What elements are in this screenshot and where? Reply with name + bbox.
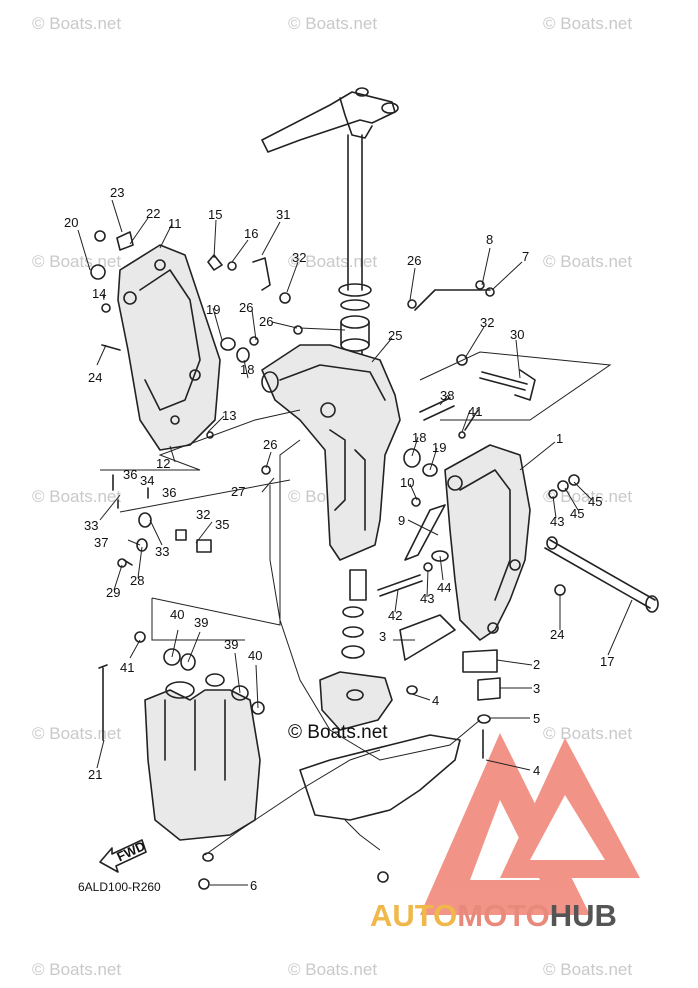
callout-label: 4 [432, 693, 439, 708]
callout-label: 29 [106, 585, 120, 600]
callout-label: 35 [215, 517, 229, 532]
callout-label: 33 [84, 518, 98, 533]
callout-label: 26 [259, 314, 273, 329]
callout-label: 40 [248, 648, 262, 663]
callout-label: 43 [420, 591, 434, 606]
callout-label: 10 [400, 475, 414, 490]
drawing-code: 6ALD100-R260 [78, 880, 161, 894]
callout-label: 28 [130, 573, 144, 588]
callout-label: 20 [64, 215, 78, 230]
callout-label: 44 [437, 580, 451, 595]
callout-label: 18 [240, 362, 254, 377]
callout-label: 1 [556, 431, 563, 446]
callout-numbers: 23 22 20 11 15 16 31 14 32 26 8 7 19 26 … [64, 185, 614, 893]
steering-arm [261, 87, 399, 153]
callout-label: 41 [120, 660, 134, 675]
watermark: © Boats.net [543, 487, 633, 506]
watermark: © Boats.net [288, 14, 378, 33]
callout-label: 34 [140, 473, 154, 488]
brand-part-moto: MOTO [457, 898, 550, 933]
center-watermark: © Boats.net [288, 722, 388, 743]
callout-label: 42 [388, 608, 402, 623]
ground-cable [204, 485, 481, 856]
watermark: © Boats.net [32, 724, 122, 743]
callout-label: 39 [194, 615, 208, 630]
brand-part-hub: HUB [549, 898, 617, 933]
callout-label: 32 [292, 250, 306, 265]
watermark: © Boats.net [288, 960, 378, 979]
callout-label: 27 [231, 484, 245, 499]
direction-label: FWD [114, 838, 147, 864]
watermark: © Boats.net [32, 487, 122, 506]
brand-logo-triangle [420, 733, 640, 915]
callout-label: 3 [533, 681, 540, 696]
callout-label: 32 [196, 507, 210, 522]
watermark: © Boats.net [288, 252, 378, 271]
watermark: © Boats.net [543, 724, 633, 743]
callout-label: 11 [168, 216, 182, 231]
callout-label: 13 [222, 408, 236, 423]
watermark: © Boats.net [32, 252, 122, 271]
callout-label: 38 [440, 388, 454, 403]
brand-wordmark: AUTOMOTOHUB [370, 898, 617, 934]
callout-label: 39 [224, 637, 238, 652]
callout-label: 31 [276, 207, 290, 222]
tilt-tube [544, 536, 659, 613]
callout-label: 26 [263, 437, 277, 452]
callout-label: 40 [170, 607, 184, 622]
callout-label: 3 [379, 629, 386, 644]
swivel-bracket [261, 344, 401, 561]
callout-label: 26 [239, 300, 253, 315]
callout-label: 19 [206, 302, 220, 317]
callout-label: 22 [146, 206, 160, 221]
callout-label: 45 [588, 494, 602, 509]
callout-label: 21 [88, 767, 102, 782]
callout-label: 24 [550, 627, 564, 642]
callout-label: 33 [155, 544, 169, 559]
callout-label: 25 [388, 328, 402, 343]
callout-label: 36 [123, 467, 137, 482]
right-clamp-bracket [444, 444, 531, 641]
callout-label: 41 [468, 404, 482, 419]
watermark: © Boats.net [32, 14, 122, 33]
callout-label: 23 [110, 185, 124, 200]
callout-label: 4 [533, 763, 540, 778]
callout-label: 14 [92, 286, 106, 301]
callout-label: 5 [533, 711, 540, 726]
callout-label: 9 [398, 513, 405, 528]
lower-mount [299, 671, 461, 821]
leader-lines [77, 199, 633, 886]
callout-label: 16 [244, 226, 258, 241]
callout-label: 26 [407, 253, 421, 268]
callout-label: 15 [208, 207, 222, 222]
watermark: © Boats.net [543, 14, 633, 33]
watermark: © Boats.net [32, 960, 122, 979]
callout-label: 24 [88, 370, 102, 385]
brand-part-auto: AUTO [370, 898, 458, 933]
callout-label: 30 [510, 327, 524, 342]
callout-label: 7 [522, 249, 529, 264]
trim-tilt-unit [144, 673, 261, 841]
callout-label: 36 [162, 485, 176, 500]
callout-label: 12 [156, 456, 170, 471]
watermark: © Boats.net [543, 252, 633, 271]
callout-label: 32 [480, 315, 494, 330]
forward-arrow-icon: FWD [99, 838, 148, 873]
callout-label: 19 [432, 440, 446, 455]
callout-label: 18 [412, 430, 426, 445]
callout-label: 43 [550, 514, 564, 529]
callout-label: 17 [600, 654, 614, 669]
callout-label: 6 [250, 878, 257, 893]
watermark: © Boats.net [543, 960, 633, 979]
callout-label: 2 [533, 657, 540, 672]
callout-label: 37 [94, 535, 108, 550]
callout-label: 8 [486, 232, 493, 247]
callout-label: 45 [570, 506, 584, 521]
left-clamp-bracket [117, 244, 221, 451]
